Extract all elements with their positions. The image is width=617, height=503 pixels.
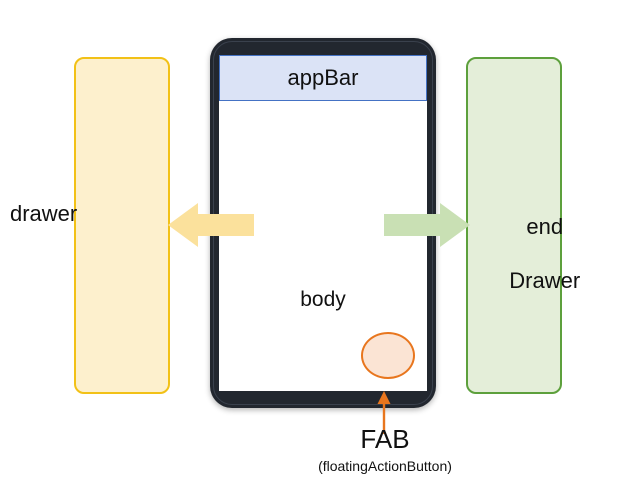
end-drawer-arrow-icon	[384, 203, 470, 247]
fab-caption-subtitle: (floatingActionButton)	[318, 458, 452, 474]
fab-circle-icon	[361, 332, 415, 379]
end-drawer-label-line1: end	[526, 214, 564, 239]
drawer-panel	[74, 57, 170, 394]
body-label: body	[300, 288, 346, 311]
app-bar: appBar	[219, 55, 427, 101]
end-drawer-label-line2: Drawer	[509, 268, 581, 293]
drawer-arrow-icon	[168, 203, 254, 247]
fab-pointer-arrow-icon	[377, 391, 391, 434]
drawer-label: drawer	[10, 201, 78, 226]
fab-caption: FAB (floatingActionButton)	[265, 424, 505, 476]
end-drawer-label: end Drawer	[470, 186, 595, 321]
app-bar-label: appBar	[287, 65, 359, 90]
fab-caption-title: FAB	[360, 424, 410, 454]
